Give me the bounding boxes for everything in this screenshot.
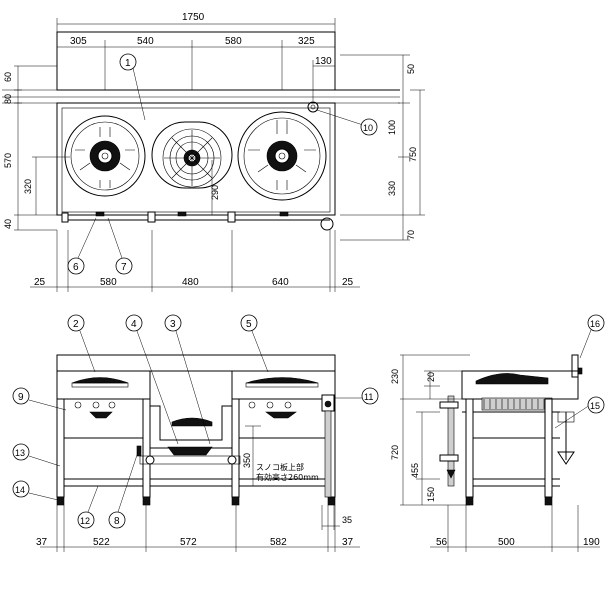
dim-left-570: 570 <box>3 153 13 168</box>
balloon-11: 11 <box>361 387 379 405</box>
left-dimensions <box>14 65 70 231</box>
balloon-16: 16 <box>587 314 605 332</box>
dim-right-750: 750 <box>408 147 418 162</box>
balloon-13: 13 <box>12 443 30 461</box>
svg-text:2: 2 <box>73 319 79 330</box>
front-view: 350 スノコ板上部 有効高さ260mm 35 37 522 572 582 3… <box>12 314 379 552</box>
dim-side-150: 150 <box>426 487 436 502</box>
top-view-gas-manifold <box>61 211 334 231</box>
balloon-12: 12 <box>77 511 95 529</box>
burner-right <box>237 111 327 201</box>
balloon-14: 14 <box>12 480 30 498</box>
dim-front-35: 35 <box>342 515 352 525</box>
svg-text:7: 7 <box>121 262 127 273</box>
note-grate-line2: 有効高さ260mm <box>256 472 319 482</box>
dim-front-522: 522 <box>93 537 110 548</box>
svg-text:3: 3 <box>170 319 176 330</box>
dim-side-230: 230 <box>390 369 400 384</box>
burner-left <box>64 115 146 197</box>
svg-text:16: 16 <box>590 319 600 329</box>
note-grate-line1: スノコ板上部 <box>256 462 304 472</box>
bottom-dimensions <box>30 230 360 292</box>
balloon-2: 2 <box>67 314 85 332</box>
balloon-6: 6 <box>67 257 85 275</box>
svg-text:9: 9 <box>18 392 24 403</box>
dim-540: 540 <box>137 36 154 47</box>
right-dimensions <box>211 54 425 241</box>
svg-text:11: 11 <box>364 392 373 402</box>
balloon-9: 9 <box>12 387 30 405</box>
dim-front-37-left: 37 <box>36 537 48 548</box>
svg-text:12: 12 <box>80 516 90 526</box>
dim-overall-width: 1750 <box>182 12 205 23</box>
svg-text:5: 5 <box>246 319 252 330</box>
svg-text:15: 15 <box>590 401 600 411</box>
dim-side-56: 56 <box>436 537 448 548</box>
balloon-3: 3 <box>164 314 182 332</box>
dim-front-37-right: 37 <box>342 537 354 548</box>
balloon-1: 1 <box>119 53 137 71</box>
svg-text:6: 6 <box>73 262 79 273</box>
dim-bottom-25-left: 25 <box>34 277 46 288</box>
dim-right-50: 50 <box>406 64 416 74</box>
balloon-10: 10 <box>360 118 378 136</box>
dim-bottom-640: 640 <box>272 277 289 288</box>
dim-right-70: 70 <box>406 230 416 240</box>
dim-130: 130 <box>315 56 332 67</box>
top-view-backsplash <box>56 31 336 91</box>
dim-305: 305 <box>70 36 87 47</box>
dim-bottom-25-right: 25 <box>342 277 354 288</box>
dim-side-190: 190 <box>583 537 600 548</box>
side-view: 230 20 720 455 150 56 500 190 16 15 <box>390 314 605 552</box>
dim-burner-gap-290: 290 <box>210 185 220 200</box>
balloon-5: 5 <box>240 314 258 332</box>
dim-side-720: 720 <box>390 445 400 460</box>
top-view: 1750 305 540 580 325 130 60 80 570 320 4… <box>2 12 425 292</box>
svg-text:14: 14 <box>15 485 25 495</box>
dim-bottom-480: 480 <box>182 277 199 288</box>
dim-front-582: 582 <box>270 537 287 548</box>
balloon-15: 15 <box>587 396 605 414</box>
dim-right-330: 330 <box>387 181 397 196</box>
dim-right-100: 100 <box>387 120 397 135</box>
dim-left-320: 320 <box>23 179 33 194</box>
balloon-4: 4 <box>125 314 143 332</box>
svg-text:10: 10 <box>363 123 373 133</box>
burner-center <box>151 121 233 189</box>
gas-inlet-icon <box>307 101 319 113</box>
svg-text:4: 4 <box>131 319 137 330</box>
dim-580: 580 <box>225 36 242 47</box>
top-dimensions <box>56 18 336 101</box>
dim-side-455: 455 <box>410 463 420 478</box>
dim-325: 325 <box>298 36 315 47</box>
dim-front-350: 350 <box>242 453 252 468</box>
svg-text:1: 1 <box>125 58 131 69</box>
balloon-7: 7 <box>115 257 133 275</box>
dim-bottom-580: 580 <box>100 277 117 288</box>
svg-text:13: 13 <box>15 448 25 458</box>
dim-left-60: 60 <box>3 72 13 82</box>
dim-left-40: 40 <box>3 219 13 229</box>
dim-side-20: 20 <box>426 372 436 382</box>
dim-front-572: 572 <box>180 537 197 548</box>
balloon-8: 8 <box>108 511 126 529</box>
dim-side-500: 500 <box>498 537 515 548</box>
svg-text:8: 8 <box>114 516 120 527</box>
dim-left-80: 80 <box>3 94 13 104</box>
